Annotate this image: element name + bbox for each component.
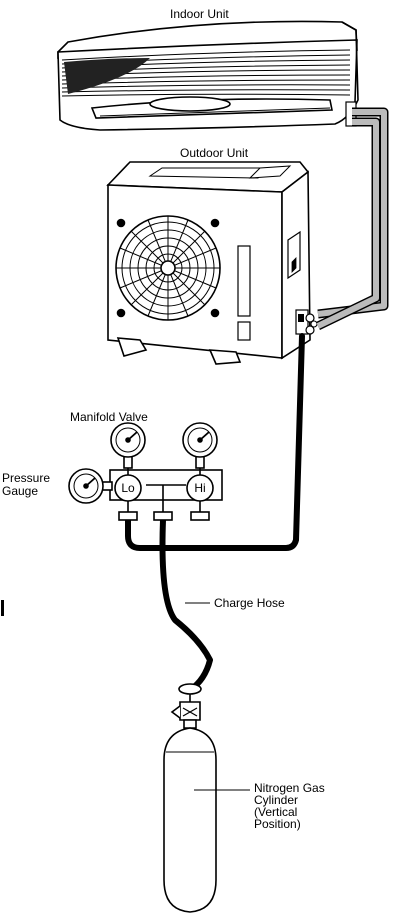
manifold-valve-label: Manifold Valve [70,410,148,424]
nitrogen-gas-cylinder [164,684,216,912]
stray-mark [1,600,4,616]
pressure-gauge [69,469,112,503]
hi-gauge [183,423,217,468]
indoor-unit [58,21,358,130]
indoor-unit-label: Indoor Unit [170,7,229,21]
outdoor-unit-label: Outdoor Unit [180,146,248,160]
outdoor-unit [108,162,317,364]
pressure-gauge-label: Pressure Gauge [2,472,50,498]
hi-label: Hi [189,481,211,495]
charge-hose-label: Charge Hose [214,596,285,610]
nitrogen-cylinder-label: Nitrogen Gas Cylinder (Vertical Position… [254,782,325,830]
lo-gauge [111,423,145,468]
refrigerant-pipes [318,112,384,326]
lo-label: Lo [117,481,139,495]
